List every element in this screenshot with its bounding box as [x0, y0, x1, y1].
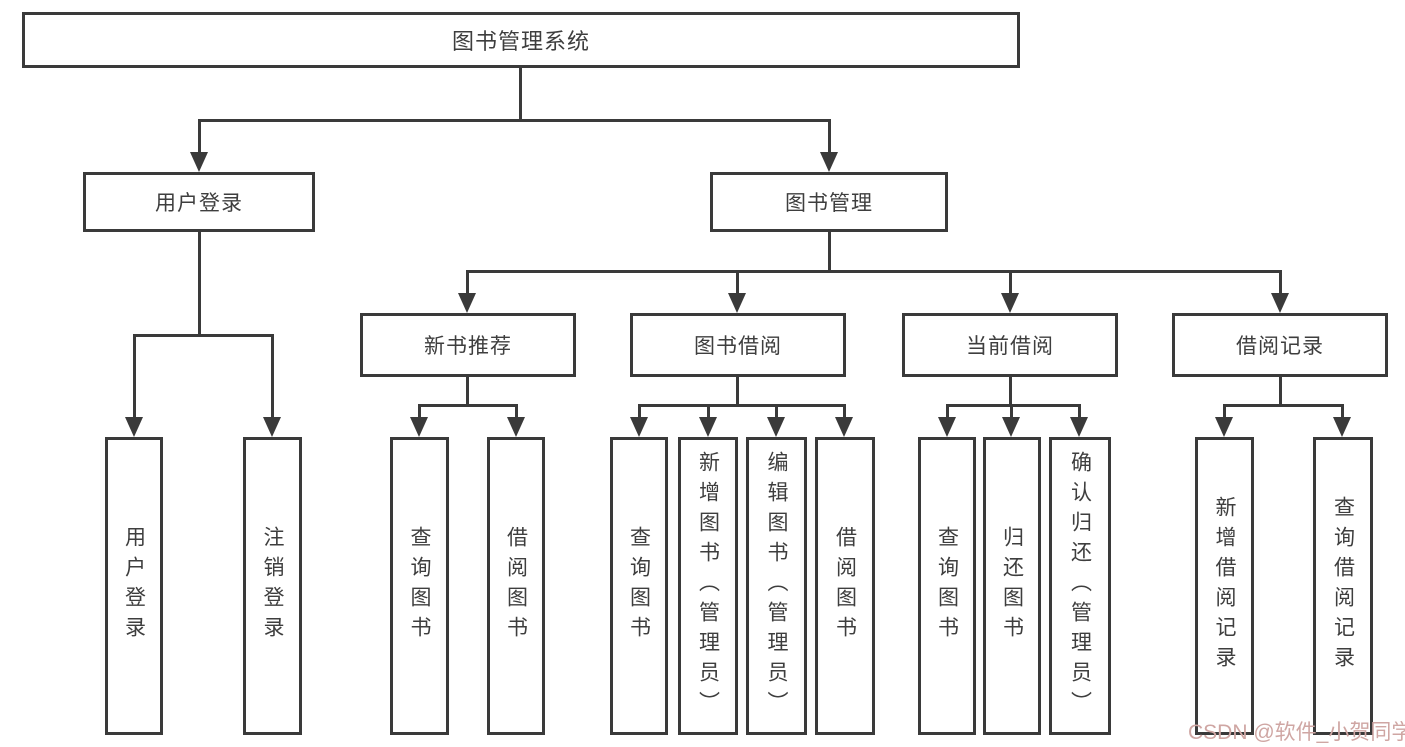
node-label: 当前借阅: [966, 335, 1054, 358]
arrowhead-icon: [1070, 417, 1088, 437]
connector-records-stem: [1279, 375, 1282, 406]
node-label: 注销登录: [261, 526, 284, 646]
connector-drop: [466, 270, 469, 296]
node-label: 用户登录: [122, 526, 146, 646]
node-label: 查询借阅记录: [1331, 496, 1355, 676]
node-label: 确认归还（管理员）: [1068, 451, 1092, 721]
leaf-return-books: 归还图书: [983, 437, 1041, 735]
node-borrow-records: 借阅记录: [1172, 313, 1388, 377]
connector-drop: [946, 404, 949, 420]
arrowhead-icon: [699, 417, 717, 437]
connector-book-mgmt-stem: [828, 230, 831, 272]
connector-drop: [1341, 404, 1344, 420]
leaf-user-login: 用户登录: [105, 437, 163, 735]
connector-drop: [1223, 404, 1226, 420]
leaf-query-books: 查询图书: [918, 437, 976, 735]
leaf-edit-books-admin: 编辑图书（管理员）: [746, 437, 807, 735]
arrowhead-icon: [630, 417, 648, 437]
arrowhead-icon: [938, 417, 956, 437]
node-label: 借阅记录: [1236, 335, 1324, 358]
arrowhead-icon: [1002, 417, 1020, 437]
node-user-login: 用户登录: [83, 172, 315, 232]
node-label: 查询图书: [408, 526, 431, 646]
node-label: 归还图书: [1000, 526, 1024, 646]
arrowhead-icon: [1333, 417, 1351, 437]
arrowhead-icon: [1001, 293, 1019, 313]
leaf-borrow-books: 借阅图书: [815, 437, 875, 735]
connector-drop: [736, 270, 739, 296]
node-label: 图书管理系统: [451, 29, 590, 54]
connector-drop: [1010, 404, 1013, 420]
connector-drop: [638, 404, 641, 420]
connector-drop: [1078, 404, 1081, 420]
arrowhead-icon: [458, 293, 476, 313]
arrowhead-icon: [835, 417, 853, 437]
connector-drop: [198, 119, 201, 157]
connector-user-login-rail: [133, 334, 274, 337]
leaf-add-books-admin: 新增图书（管理员）: [678, 437, 738, 735]
leaf-confirm-return-admin: 确认归还（管理员）: [1049, 437, 1111, 735]
arrowhead-icon: [1271, 293, 1289, 313]
node-library-system: 图书管理系统: [22, 12, 1020, 68]
leaf-query-borrow-record: 查询借阅记录: [1313, 437, 1373, 735]
arrowhead-icon: [507, 417, 525, 437]
arrowhead-icon: [820, 152, 838, 172]
connector-drop: [828, 119, 831, 157]
connector-new-rec-stem: [466, 375, 469, 406]
node-label: 编辑图书（管理员）: [765, 451, 788, 721]
connector-drop: [133, 334, 136, 420]
node-book-management: 图书管理: [710, 172, 948, 232]
connector-drop: [775, 404, 778, 420]
node-label: 图书借阅: [694, 335, 782, 358]
connector-drop: [1279, 270, 1282, 296]
arrowhead-icon: [410, 417, 428, 437]
connector-user-login-stem: [198, 230, 201, 336]
node-label: 借阅图书: [504, 526, 528, 646]
leaf-logout: 注销登录: [243, 437, 302, 735]
node-label: 新增图书（管理员）: [696, 451, 720, 721]
arrowhead-icon: [190, 152, 208, 172]
connector-root-rail: [198, 119, 831, 122]
connector-root-stem: [519, 66, 522, 120]
node-label: 查询图书: [627, 526, 651, 646]
arrowhead-icon: [767, 417, 785, 437]
leaf-borrow-books: 借阅图书: [487, 437, 545, 735]
arrowhead-icon: [263, 417, 281, 437]
leaf-query-books: 查询图书: [610, 437, 668, 735]
leaf-add-borrow-record: 新增借阅记录: [1195, 437, 1254, 735]
connector-borrow-stem: [736, 375, 739, 406]
connector-current-rail: [946, 404, 1081, 407]
node-label: 新书推荐: [424, 335, 512, 358]
connector-book-mgmt-rail: [466, 270, 1282, 273]
node-new-book-recommend: 新书推荐: [360, 313, 576, 377]
arrowhead-icon: [125, 417, 143, 437]
connector-drop: [418, 404, 421, 420]
connector-borrow-rail: [638, 404, 846, 407]
node-label: 新增借阅记录: [1213, 496, 1236, 676]
connector-new-rec-rail: [418, 404, 518, 407]
leaf-query-books: 查询图书: [390, 437, 449, 735]
node-current-borrowing: 当前借阅: [902, 313, 1118, 377]
arrowhead-icon: [728, 293, 746, 313]
node-label: 图书管理: [785, 192, 873, 215]
connector-drop: [515, 404, 518, 420]
connector-drop: [271, 334, 274, 420]
connector-records-rail: [1223, 404, 1343, 407]
node-label: 用户登录: [155, 192, 243, 215]
arrowhead-icon: [1215, 417, 1233, 437]
connector-drop: [1009, 270, 1012, 296]
node-book-borrowing: 图书借阅: [630, 313, 846, 377]
connector-drop: [707, 404, 710, 420]
node-label: 查询图书: [935, 526, 959, 646]
node-label: 借阅图书: [833, 526, 857, 646]
connector-current-stem: [1009, 375, 1012, 406]
connector-drop: [843, 404, 846, 420]
